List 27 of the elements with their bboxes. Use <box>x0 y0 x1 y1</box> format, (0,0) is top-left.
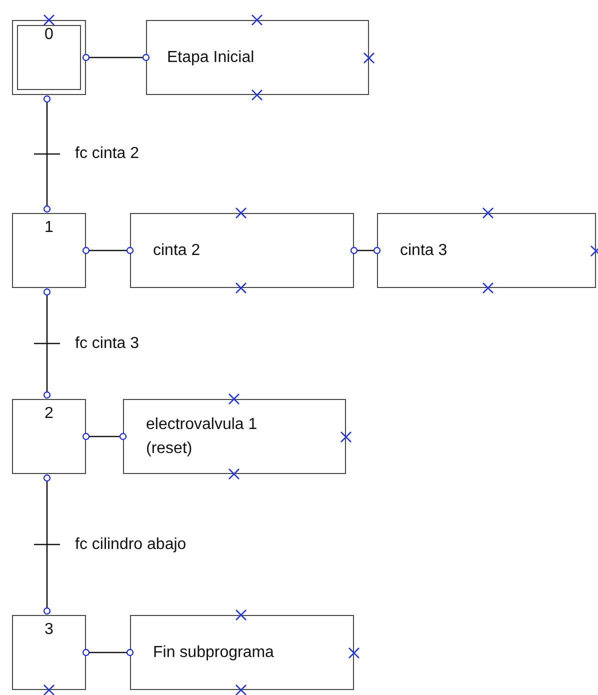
initial-step-box <box>12 20 86 95</box>
connector-line <box>82 648 134 656</box>
transition-label: fc cilindro abajo <box>73 536 188 554</box>
connector-line <box>82 246 134 254</box>
step-box <box>12 399 86 474</box>
action-box <box>146 20 369 95</box>
step-number: 2 <box>44 406 54 422</box>
connector-line <box>82 54 150 62</box>
action-text: Fin subprograma <box>153 642 274 663</box>
connector-line <box>43 95 51 213</box>
action-text: cinta 2 <box>153 240 200 261</box>
action-box <box>130 213 354 288</box>
step-number: 1 <box>44 220 54 236</box>
action-box <box>123 399 346 474</box>
action-box <box>130 615 354 690</box>
action-text: Etapa Inicial <box>167 48 254 68</box>
step-number: 3 <box>44 622 54 638</box>
connector-line <box>43 288 51 399</box>
step-box <box>12 615 86 690</box>
connector-line <box>350 246 381 254</box>
action-box <box>377 213 596 288</box>
connector-line <box>82 432 127 440</box>
step-box <box>12 213 86 288</box>
step-number: 0 <box>44 27 54 43</box>
action-text: cinta 3 <box>400 240 448 261</box>
connector-line <box>43 474 51 615</box>
action-text: electrovalvula 1 (reset) <box>146 415 258 458</box>
